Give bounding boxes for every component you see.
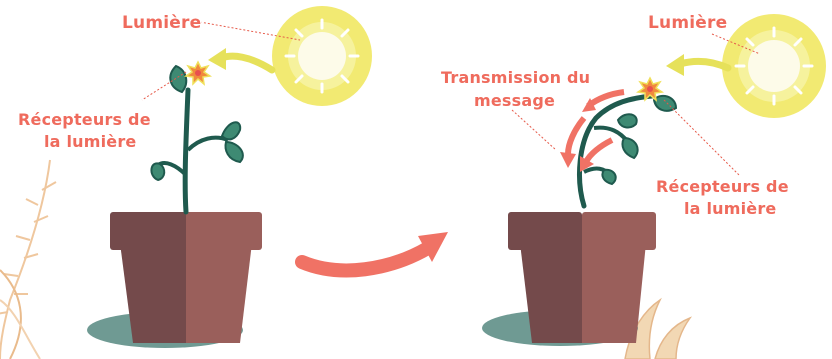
left-leaf-3 xyxy=(150,162,166,182)
left-leaf-2 xyxy=(224,140,244,164)
right-transmission-label-line1: Transmission du xyxy=(441,68,590,87)
left-plant-stem xyxy=(182,87,191,215)
right-leaf-1 xyxy=(616,113,638,129)
left-pot-body-dark xyxy=(120,243,186,343)
left-sun-leader xyxy=(199,21,301,41)
left-pot-body-light xyxy=(186,243,252,343)
decorative-foliage-left xyxy=(0,159,57,359)
left-receptor-label-line1: Récepteurs de xyxy=(18,110,151,129)
left-sun-label: Lumière xyxy=(122,13,201,33)
right-scene: Lumière Transmission du message Récepteu… xyxy=(440,12,826,346)
right-receptor-label-line2: la lumière xyxy=(684,199,776,218)
right-leaf-2 xyxy=(621,136,639,160)
left-scene: Lumière Récepteurs de la lumière xyxy=(17,6,372,348)
right-pot-rim-light xyxy=(582,212,656,250)
left-receptor-label-line2: la lumière xyxy=(44,132,136,151)
right-receptor-label-line1: Récepteurs de xyxy=(656,177,789,196)
transition-arrow xyxy=(295,232,448,278)
left-leaf-1 xyxy=(220,121,242,141)
right-pot-body-dark xyxy=(520,243,582,343)
right-pot-rim-dark xyxy=(508,212,582,250)
left-pot-rim-dark xyxy=(110,212,186,250)
right-sun-leader xyxy=(711,33,761,55)
left-pot-rim-light xyxy=(186,212,262,250)
right-receptor-leader xyxy=(663,99,741,177)
right-transmission-label-line2: message xyxy=(474,91,555,110)
right-message-arrow-2 xyxy=(565,116,587,155)
right-sun-label: Lumière xyxy=(648,13,727,33)
right-pot-body-light xyxy=(582,243,646,343)
right-light-arrow xyxy=(676,57,732,72)
right-message-arrow-3 xyxy=(583,137,614,164)
left-light-arrow xyxy=(218,52,276,74)
right-transmission-leader xyxy=(511,109,557,151)
left-leaf-top xyxy=(169,64,188,94)
right-plant-stem xyxy=(577,93,655,209)
left-receptor-leader xyxy=(141,71,187,101)
left-plant-branch-right xyxy=(186,135,229,152)
right-leaf-3 xyxy=(601,168,617,186)
